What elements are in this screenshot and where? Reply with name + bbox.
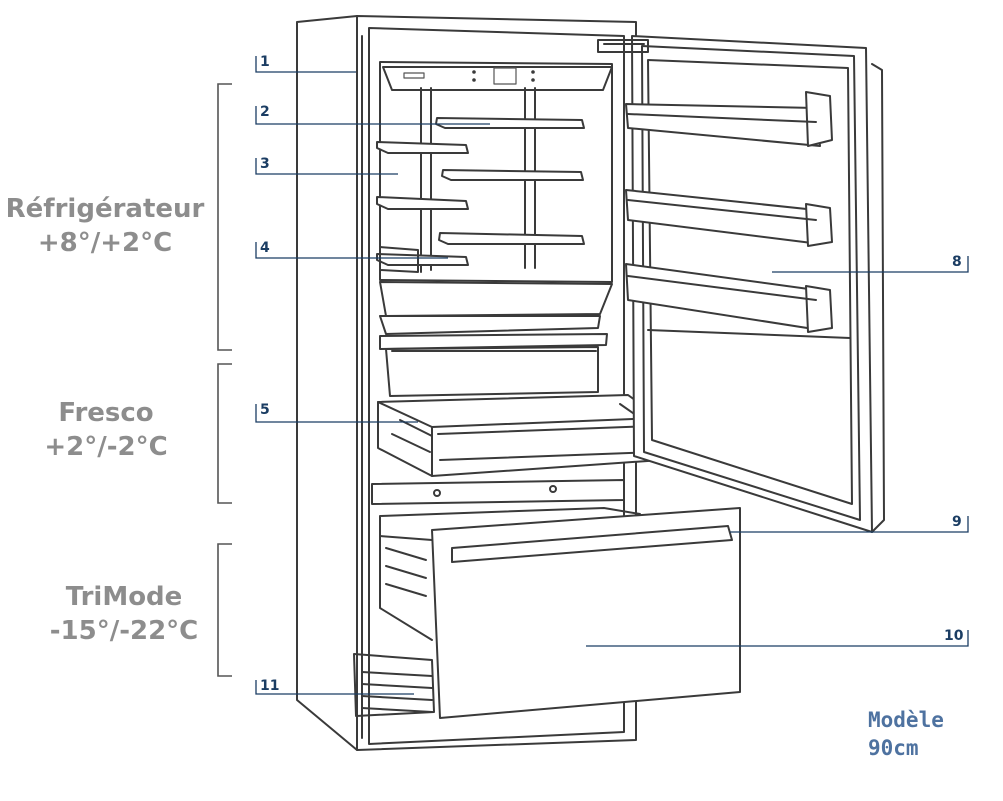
control-panel	[382, 66, 613, 91]
callout-number: 8	[952, 254, 962, 270]
callout-number: 2	[260, 104, 270, 120]
model-line-2: 90cm	[868, 736, 919, 760]
zone-temperature: +2°/-2°C	[44, 432, 168, 462]
freezer-drawer	[371, 479, 741, 719]
zone-label-refrigerator: Réfrigérateur +8°/+2°C	[0, 192, 210, 260]
zone-name: TriMode	[65, 582, 183, 612]
zone-brackets	[217, 83, 232, 677]
door-bins	[625, 91, 833, 333]
crisper-cover	[379, 281, 613, 335]
zone-label-trimode: TriMode -15°/-22°C	[32, 580, 216, 648]
zone-temperature: -15°/-22°C	[49, 616, 199, 646]
zone-label-fresco: Fresco +2°/-2°C	[36, 396, 176, 464]
zone-name: Réfrigérateur	[5, 194, 205, 224]
callout-number: 9	[952, 514, 962, 530]
callout-number: 10	[944, 628, 964, 644]
callout-number: 4	[260, 240, 270, 256]
callout-number: 1	[260, 54, 270, 70]
glass-shelves	[376, 117, 585, 273]
toe-kick-grille	[353, 653, 435, 717]
callout-number: 11	[260, 678, 280, 694]
leader-lines	[255, 56, 969, 695]
zone-temperature: +8°/+2°C	[37, 228, 173, 258]
zone-name: Fresco	[58, 398, 154, 428]
model-label: Modèle 90cm	[868, 706, 944, 762]
callout-number: 3	[260, 156, 270, 172]
callout-number: 5	[260, 402, 270, 418]
model-line-1: Modèle	[868, 708, 944, 732]
